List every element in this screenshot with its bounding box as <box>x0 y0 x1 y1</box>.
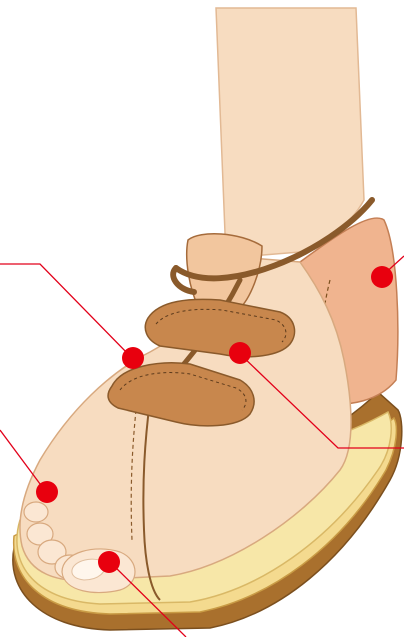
marker-dot-instep-strap-center <box>229 342 251 364</box>
marker-dot-instep-strap-left <box>122 347 144 369</box>
leg <box>216 8 364 258</box>
marker-dot-heel-counter <box>371 266 393 288</box>
marker-dot-big-toe <box>98 551 120 573</box>
marker-dot-toe-side <box>36 481 58 503</box>
leader-line-left-strap <box>0 264 132 358</box>
toe-little <box>24 502 48 522</box>
